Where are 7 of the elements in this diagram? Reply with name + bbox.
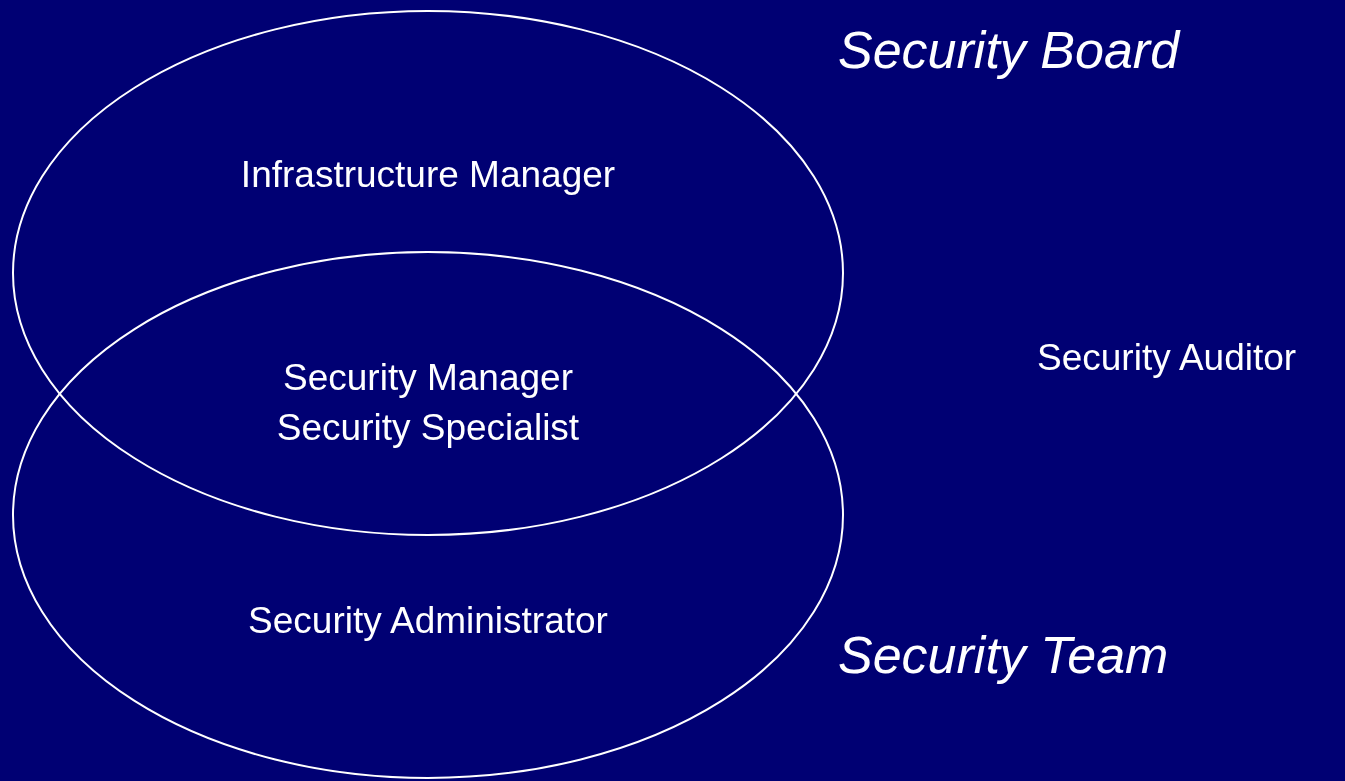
role-label: Security Specialist <box>276 408 580 449</box>
role-label: Security Administrator <box>248 601 608 642</box>
role-label: Infrastructure Manager <box>240 155 616 196</box>
group-title: Security Board <box>838 22 1180 80</box>
role-label: Security Manager <box>283 358 573 399</box>
role-label: Security Auditor <box>1037 338 1297 379</box>
group-title: Security Team <box>838 627 1169 685</box>
